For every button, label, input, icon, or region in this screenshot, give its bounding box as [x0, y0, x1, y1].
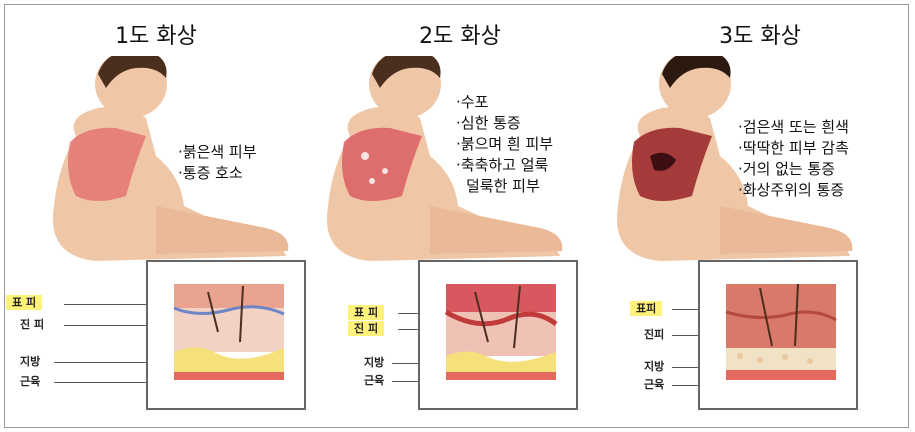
symptom-item: ·딱딱한 피부 감촉 [738, 138, 849, 159]
symptom-item: ·검은색 또는 흰색 [738, 117, 849, 138]
symptom-item: ·수포 [456, 92, 553, 113]
symptom-item: ·화상주위의 통증 [738, 180, 849, 201]
label-fat: 지방 [14, 355, 46, 369]
symptom-list: ·검은색 또는 흰색 ·딱딱한 피부 감촉 ·거의 없는 통증 ·화상주위의 통… [738, 117, 849, 201]
symptom-list: ·수포 ·심한 통증 ·붉으며 흰 피부 ·축축하고 얼룩 덜룩한 피부 [456, 92, 553, 197]
label-dermis: 진피 [638, 328, 670, 342]
label-epidermis: 표피 [630, 302, 662, 316]
label-epidermis: 표 피 [6, 296, 42, 310]
panel-third-degree: 3도 화상 ·검은색 또는 흰색 ·딱딱한 피부 감촉 ·거의 없는 통증 ·화… [610, 0, 910, 432]
panel-title: 1도 화상 [6, 18, 306, 50]
label-dermis: 진 피 [348, 322, 384, 336]
label-fat: 지방 [638, 360, 670, 374]
label-fat: 지방 [358, 356, 390, 370]
symptom-item: ·심한 통증 [456, 113, 553, 134]
label-muscle: 근육 [358, 374, 390, 388]
panel-title: 3도 화상 [610, 18, 910, 50]
symptom-item: ·통증 호소 [178, 163, 257, 184]
symptom-list: ·붉은색 피부 ·통증 호소 [178, 142, 257, 184]
skin-cross-section [418, 260, 578, 410]
symptom-item: 덜룩한 피부 [456, 176, 553, 197]
symptom-item: ·거의 없는 통증 [738, 159, 849, 180]
label-muscle: 근육 [638, 378, 670, 392]
label-dermis: 진 피 [14, 318, 50, 332]
panel-first-degree: 1도 화상 ·붉은색 피부 ·통증 호소 표 피 진 피 지방 근육 [6, 0, 306, 432]
label-epidermis: 표 피 [348, 306, 384, 320]
panel-second-degree: 2도 화상 ·수포 ·심한 통증 ·붉으며 흰 피부 ·축축하고 얼룩 덜룩한 … [310, 0, 610, 432]
symptom-item: ·붉은색 피부 [178, 142, 257, 163]
label-muscle: 근육 [14, 375, 46, 389]
panel-title: 2도 화상 [310, 18, 610, 50]
symptom-item: ·축축하고 얼룩 [456, 155, 553, 176]
child-illustration [6, 56, 306, 266]
symptom-item: ·붉으며 흰 피부 [456, 134, 553, 155]
skin-cross-section [146, 260, 306, 410]
skin-cross-section [698, 260, 858, 410]
